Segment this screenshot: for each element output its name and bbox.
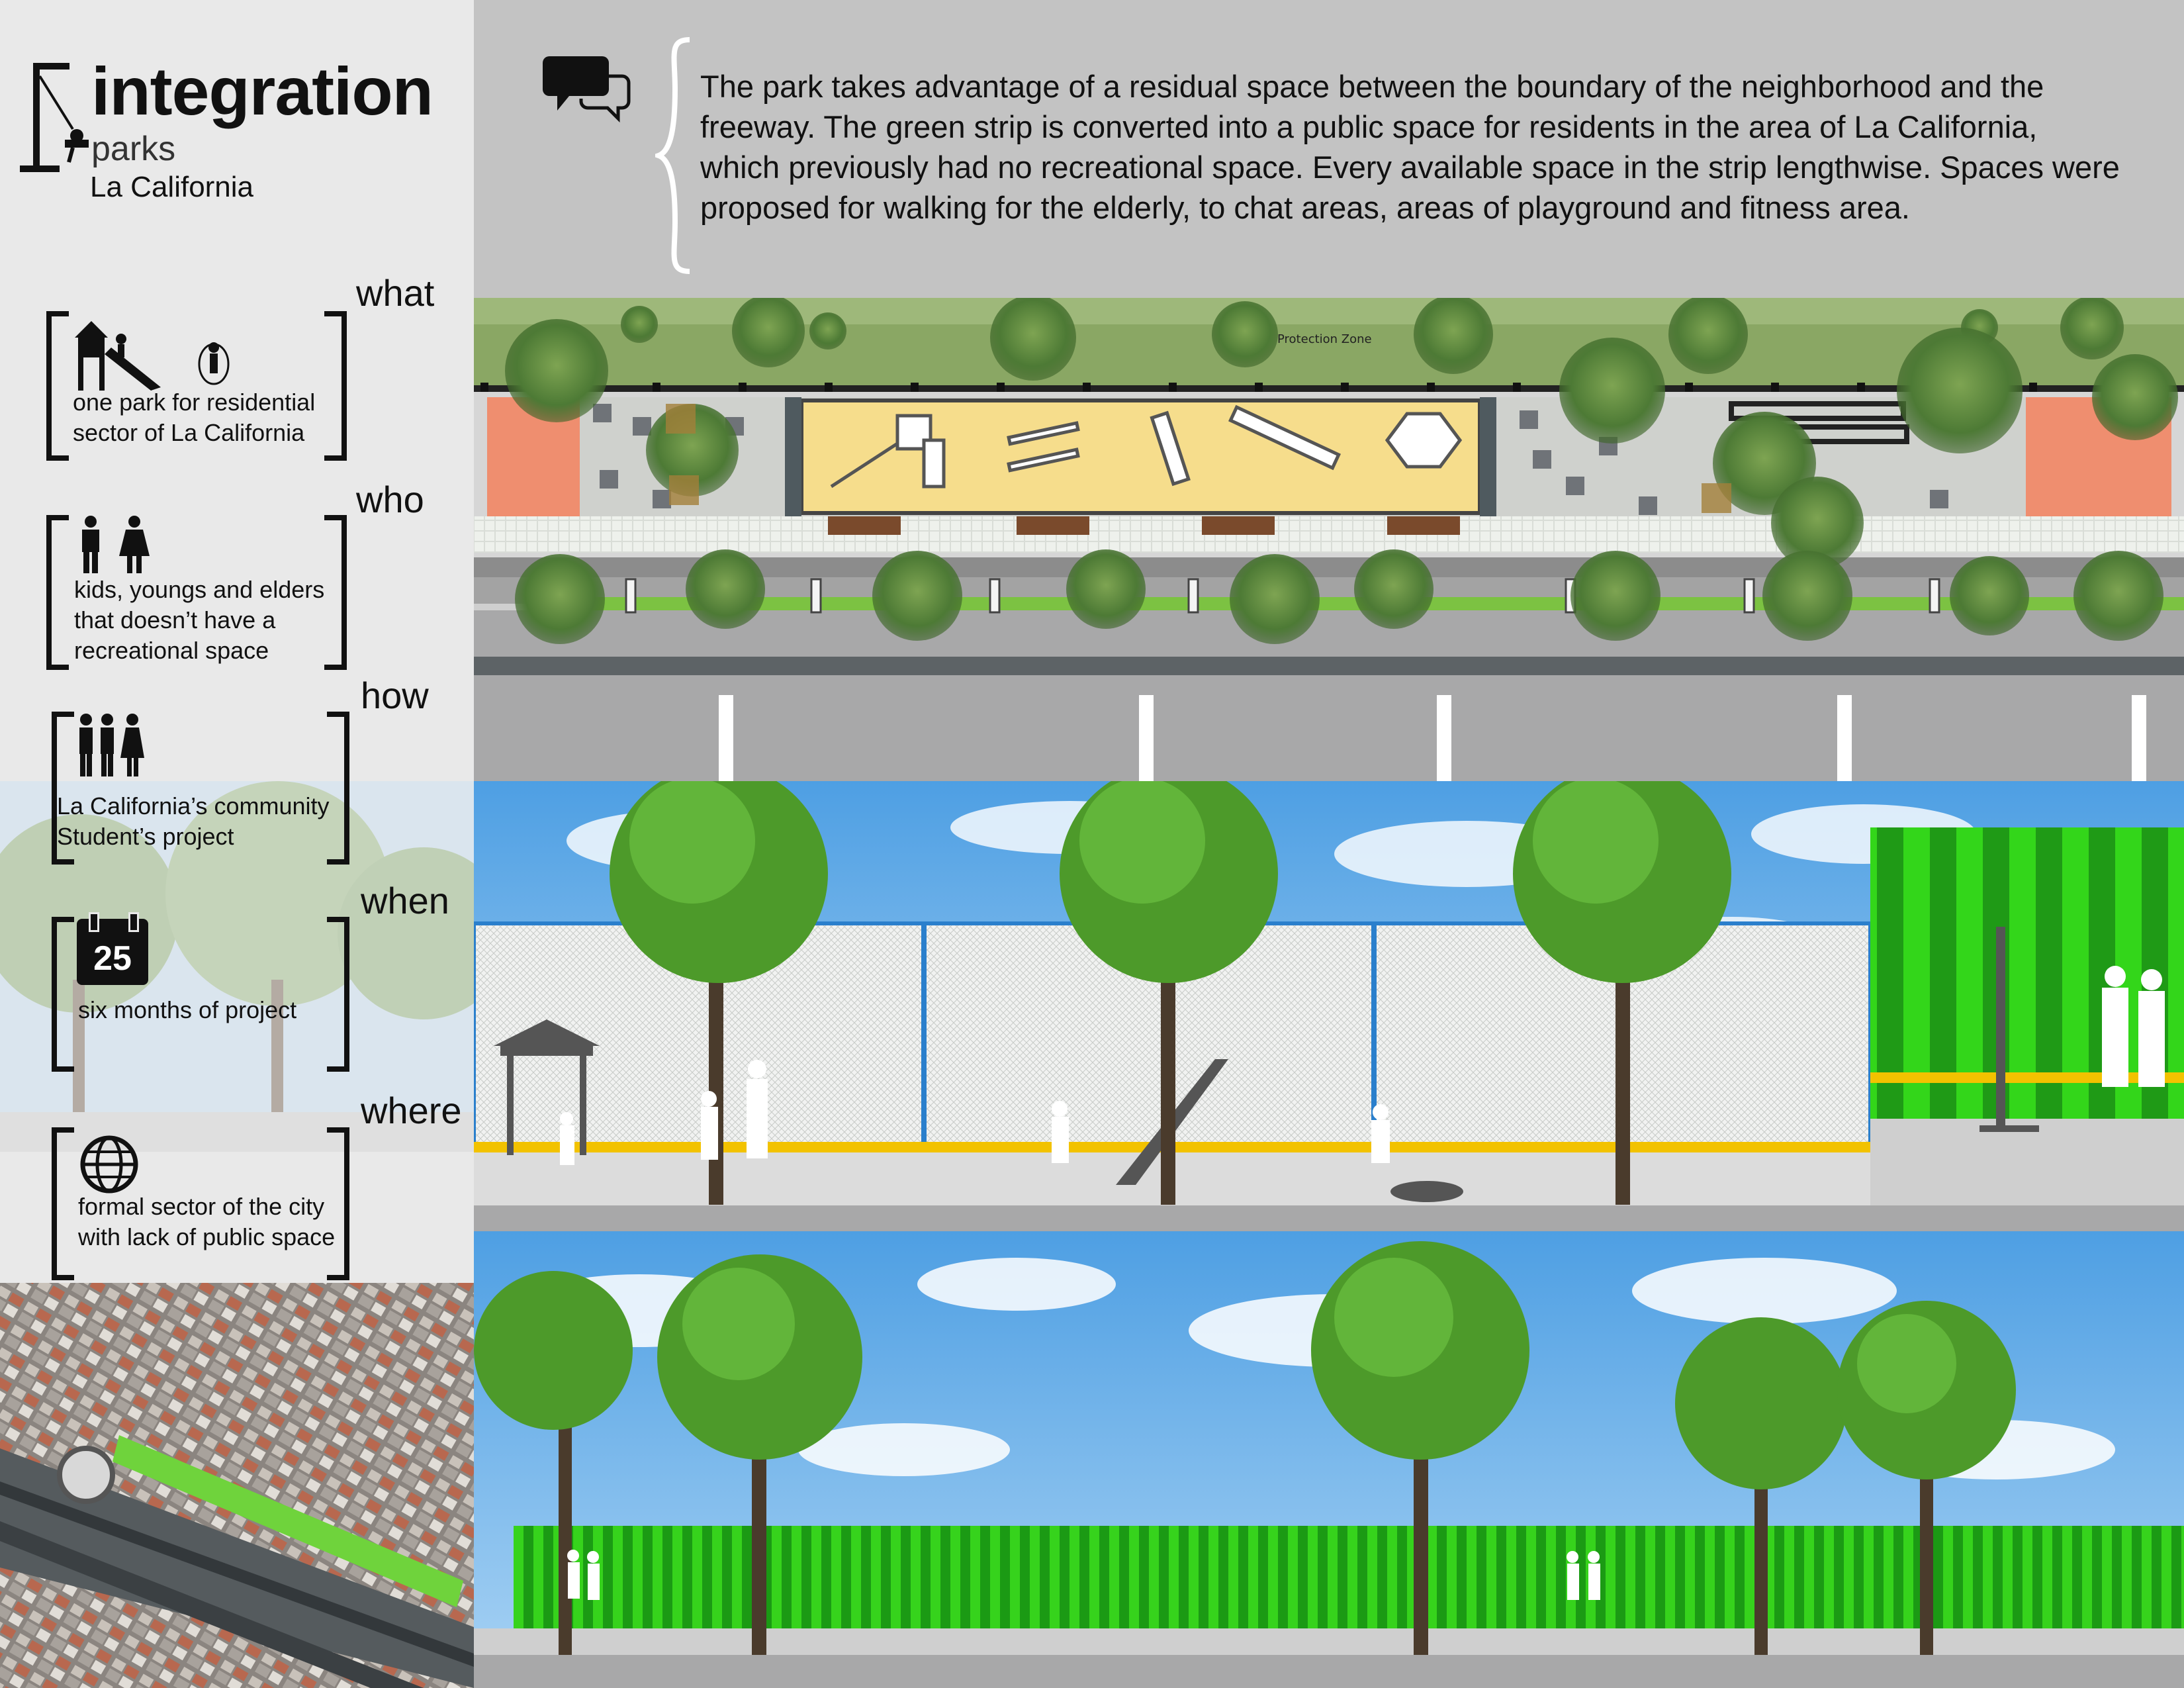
playground-elevation xyxy=(474,781,2184,1231)
project-description: The park takes advantage of a residual s… xyxy=(700,69,2120,225)
section-where-text: formal sector of the city with lack of p… xyxy=(78,1193,336,1250)
section-who-label: who xyxy=(356,479,424,520)
section-what-label: what xyxy=(356,272,435,314)
site-plan xyxy=(474,298,2184,781)
section-where-bracket-right xyxy=(327,1127,349,1280)
ghost-trees-illustration xyxy=(0,781,474,1152)
swing-logo-icon xyxy=(20,63,89,172)
globe-icon xyxy=(80,1135,138,1194)
section-when-bracket-right xyxy=(327,917,349,1072)
brand-title: integration xyxy=(91,54,433,129)
calendar-day: 25 xyxy=(93,939,132,978)
aerial-map xyxy=(0,1283,474,1688)
chat-bubbles-icon xyxy=(543,56,631,122)
section-when-label: when xyxy=(361,880,449,921)
section-how-text: La California’s community Student’s proj… xyxy=(57,792,330,850)
section-what-bracket-right xyxy=(324,311,347,461)
section-what-text: one park for residential sector of La Ca… xyxy=(73,389,316,446)
protection-zone-label: Protection Zone xyxy=(1277,332,1372,346)
playground-icon xyxy=(75,321,230,391)
header-band xyxy=(474,0,2184,298)
brand-subtitle: parks xyxy=(91,130,176,168)
brand-place: La California xyxy=(90,171,254,203)
section-how-label: how xyxy=(361,675,429,716)
section-what-bracket-left xyxy=(46,311,69,461)
section-where-bracket-left xyxy=(52,1127,74,1280)
calendar-icon: 25 xyxy=(77,912,148,985)
section-when-bracket-left xyxy=(52,917,74,1072)
section-who-bracket-right xyxy=(324,515,347,670)
man-woman-icon xyxy=(82,516,150,573)
section-who-text: kids, youngs and elders that doesn’t hav… xyxy=(74,576,325,664)
section-how-bracket-left xyxy=(52,712,74,865)
section-how-bracket-right xyxy=(327,712,349,865)
section-who-bracket-left xyxy=(46,515,69,670)
green-wall-elevation xyxy=(474,1231,2184,1688)
community-icon xyxy=(79,714,144,776)
curly-brace-icon xyxy=(655,37,690,274)
section-where-label: where xyxy=(361,1090,462,1131)
section-when-text: six months of project xyxy=(78,996,297,1023)
